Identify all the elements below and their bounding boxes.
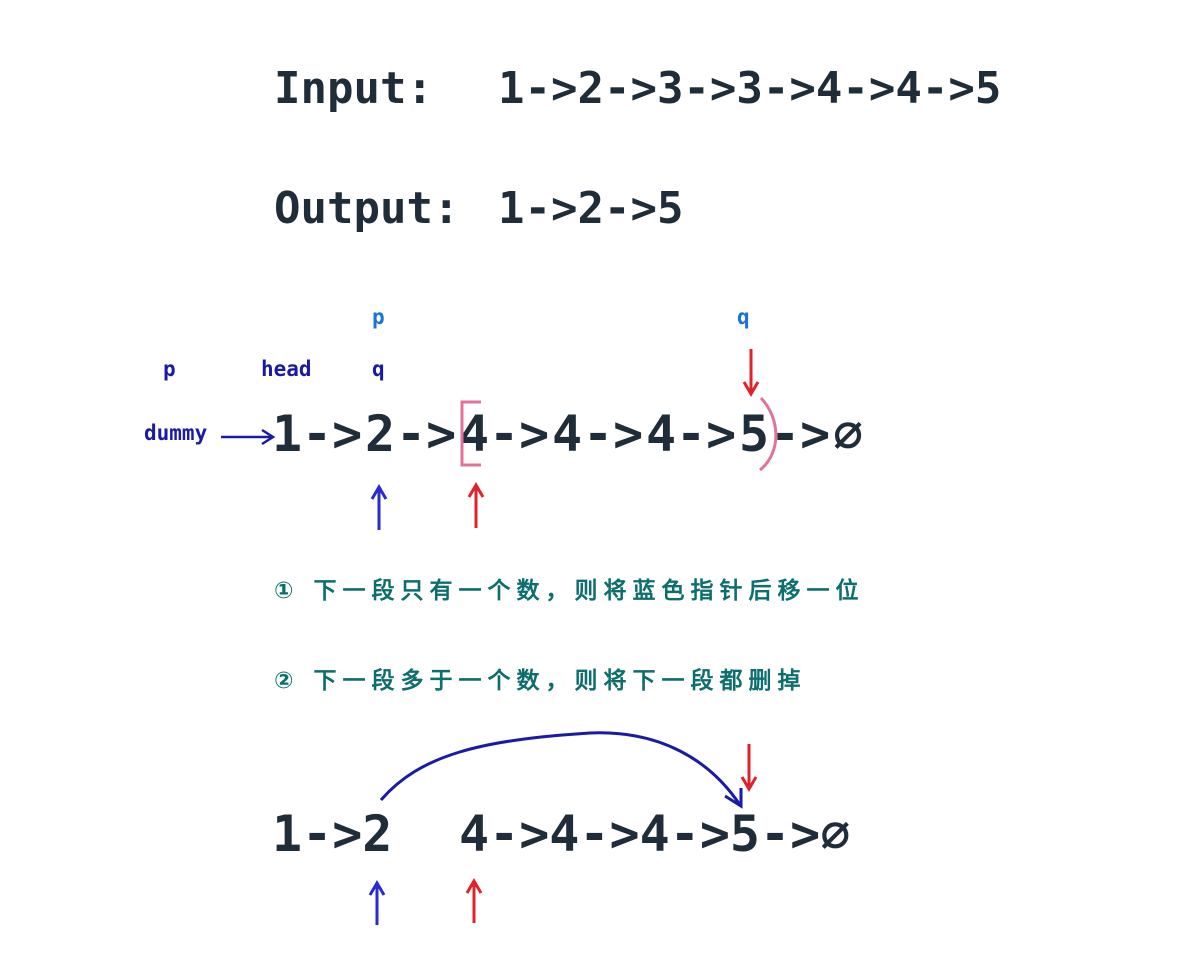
note-2: ② 下一段多于一个数，则将下一段都删掉 xyxy=(274,668,807,694)
red-up-arrow-2-head xyxy=(465,878,483,894)
list-left-segment: 1->2 xyxy=(272,805,393,863)
list-arrow: -> xyxy=(583,405,644,463)
pointer-p-top-label: p xyxy=(372,305,385,329)
note-1: ① 下一段只有一个数，则将蓝色指针后移一位 xyxy=(274,578,865,604)
q-down-arrow-head xyxy=(742,381,760,397)
list-arrow: -> xyxy=(676,405,737,463)
list-right-segment: 4->4->4->5->∅ xyxy=(459,805,851,863)
skip-link-arrow xyxy=(379,731,742,806)
list-node: 4 xyxy=(552,405,583,463)
pointer-p-left-label: p xyxy=(163,357,176,381)
list-node: 1 xyxy=(272,405,303,463)
list-arrow: -> xyxy=(396,405,457,463)
list-node: 4 xyxy=(459,405,490,463)
list-arrow: -> xyxy=(770,405,831,463)
pointer-q-mid-label: q xyxy=(372,357,385,381)
blue-up-arrow-head xyxy=(370,484,388,500)
list-arrow: -> xyxy=(302,405,363,463)
q-down-arrow-2-head xyxy=(740,776,758,792)
null-symbol: ∅ xyxy=(833,405,864,463)
red-up-arrow-head xyxy=(467,482,485,498)
skip-link-arrow-head xyxy=(724,788,743,809)
output-value: 1->2->5 xyxy=(498,183,684,234)
list-node: 2 xyxy=(365,405,396,463)
blue-up-arrow-2-head xyxy=(368,880,386,896)
input-value: 1->2->3->3->4->4->5 xyxy=(498,63,1002,114)
head-label: head xyxy=(261,357,312,381)
list-node: 4 xyxy=(646,405,677,463)
list-node: 5 xyxy=(739,405,770,463)
dummy-label: dummy xyxy=(144,421,208,445)
pointer-q-top-label: q xyxy=(737,305,750,329)
output-label: Output: xyxy=(274,183,460,234)
input-label: Input: xyxy=(274,63,433,114)
list-arrow: -> xyxy=(489,405,550,463)
